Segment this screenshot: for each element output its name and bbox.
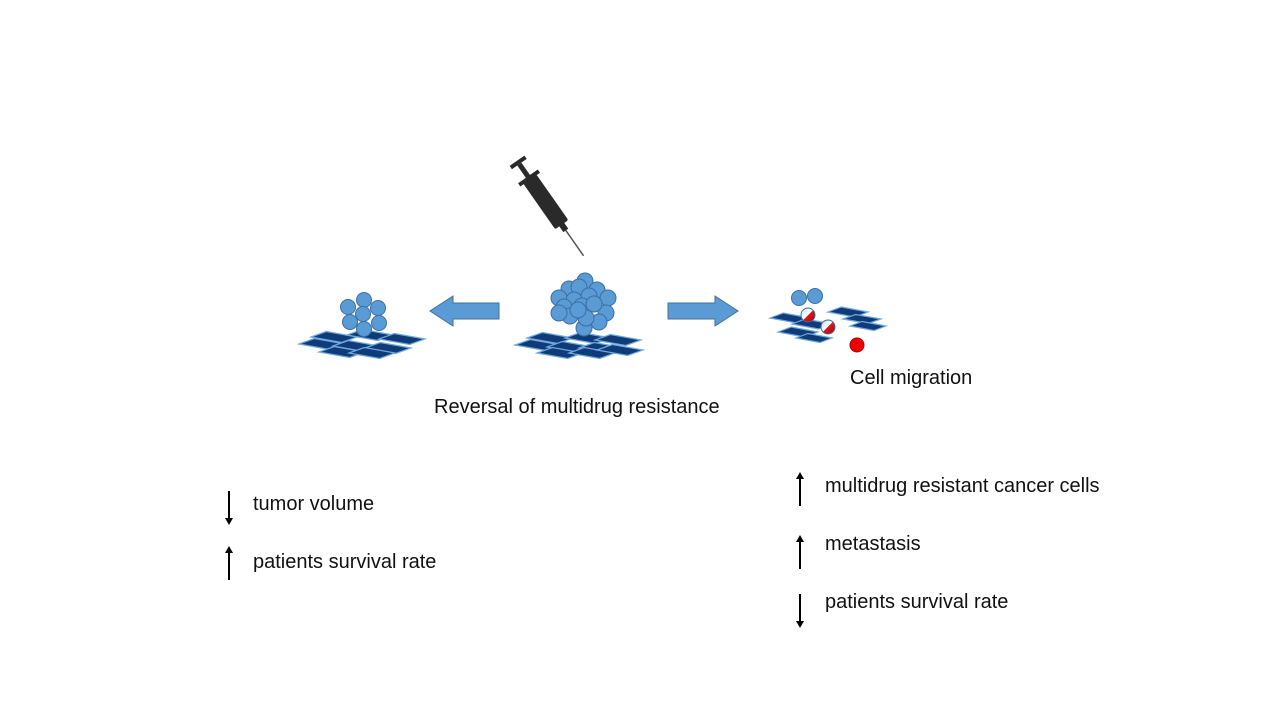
arrow-head xyxy=(225,546,233,553)
left-outcome-survival: patients survival rate xyxy=(253,551,437,573)
tissue-tile xyxy=(793,332,835,344)
left-outcome-tumor-volume: tumor volume xyxy=(253,493,375,515)
resistant-cell xyxy=(820,319,836,335)
tumor-cell xyxy=(807,288,823,304)
indicator-arrows xyxy=(225,472,804,628)
migrating-cells xyxy=(791,288,865,353)
tumor-cell xyxy=(342,314,358,330)
arrow-head xyxy=(796,472,804,479)
right-outcome-metastasis: metastasis xyxy=(825,533,921,555)
down-arrow-icon xyxy=(796,594,804,628)
tumor-cell xyxy=(371,315,387,331)
up-arrow-icon xyxy=(796,472,804,506)
tumor-cell xyxy=(340,299,356,315)
tumor-cell xyxy=(356,321,372,337)
right-block-arrow xyxy=(667,295,739,327)
resistant-cell xyxy=(849,337,865,353)
resistant-cell xyxy=(800,307,816,323)
arrow-head xyxy=(225,518,233,525)
reversal-label: Reversal of multidrug resistance xyxy=(434,396,720,418)
tissue-tile xyxy=(847,320,889,332)
tissue-center xyxy=(512,331,646,360)
tissue-tile xyxy=(376,332,428,346)
tumor-cell xyxy=(585,295,603,313)
tumor-cell xyxy=(356,292,372,308)
tissue-tile xyxy=(594,343,646,357)
tumor-cell xyxy=(370,300,386,316)
tumor-cells-large xyxy=(550,272,617,337)
tumor-cell xyxy=(355,306,371,322)
down-arrow-icon xyxy=(225,491,233,525)
tumor-cells-small xyxy=(340,292,387,337)
tumor-cell xyxy=(791,290,807,306)
left-block-arrow xyxy=(429,295,500,327)
tumor-cell xyxy=(569,301,587,319)
up-arrow-icon xyxy=(796,535,804,569)
tissue-tile xyxy=(346,346,398,360)
arrow-head xyxy=(796,535,804,542)
arrow-head xyxy=(796,621,804,628)
right-outcome-survival: patients survival rate xyxy=(825,591,1009,613)
right-outcome-mdr-cells: multidrug resistant cancer cells xyxy=(825,475,1100,497)
tissue-tile xyxy=(592,333,644,347)
cell-migration-label: Cell migration xyxy=(850,367,973,389)
tumor-cell xyxy=(550,304,568,322)
up-arrow-icon xyxy=(225,546,233,580)
syringe-icon xyxy=(509,155,585,257)
